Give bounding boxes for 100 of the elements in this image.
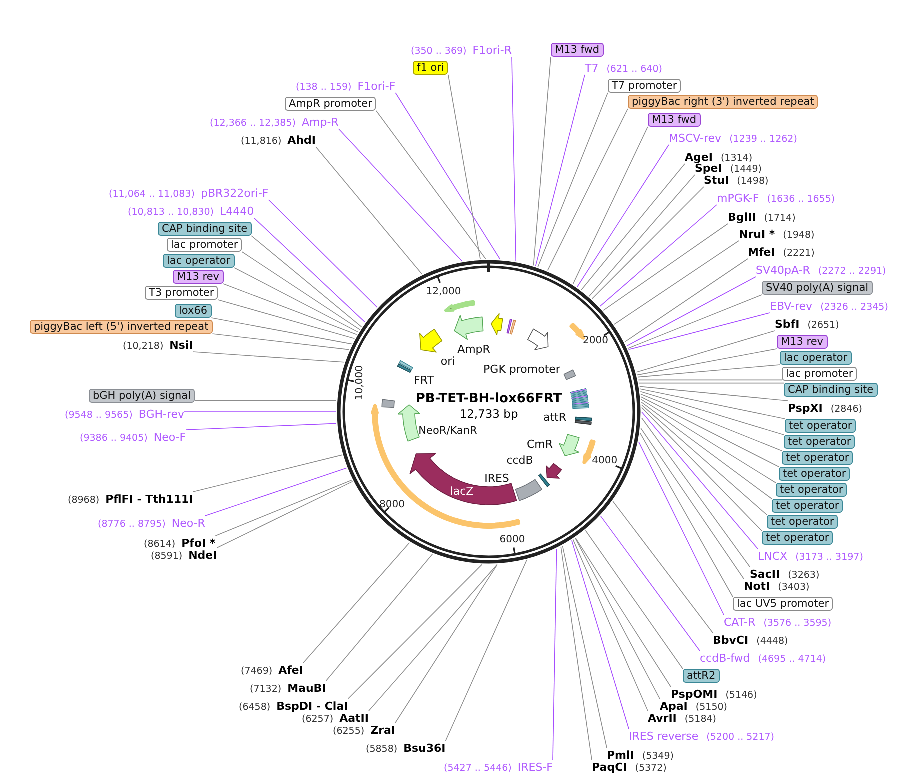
leader-line [192,352,345,363]
tick-label: 8000 [380,499,405,510]
leader-line [626,276,756,346]
primer-name: Neo-R [172,518,206,529]
primer-name: IRES-F [518,762,553,773]
cut-position: (4448) [756,636,788,647]
leader-line [215,480,352,536]
primer-name: L4440 [220,206,254,217]
primer-position: (5200 .. 5217) [706,732,775,743]
primer-position: (138 .. 159) [296,82,352,93]
enzyme-name: MauBI [288,683,326,694]
cut-position: (8591) [151,551,183,562]
leader-line [338,128,463,262]
leader-line [642,412,758,550]
leader-line [600,204,718,308]
leader-line [562,546,608,748]
cut-position: (5372) [635,763,667,774]
leader-line [212,334,350,350]
feature-name: attR [544,412,566,424]
enzyme-name: AgeI [685,152,713,163]
feature-label: tet operator [785,419,856,433]
primer-position: (4695 .. 4714) [758,654,826,665]
leader-line [628,312,770,350]
plasmid-length: 12,733 bp [460,407,518,421]
feature-label: lac UV5 promoter [733,597,834,611]
primer-name: IRES reverse [629,731,699,742]
enzyme-name: PspXI [788,403,823,414]
leader-line [577,144,670,288]
feature-label: M13 rev [777,335,828,349]
leader-line [641,404,768,516]
primer-position: (1636 .. 1655) [767,194,836,205]
feature-label: lac promoter [167,238,242,252]
enzyme-name: NdeI [188,550,218,561]
enzyme-name: Bsu36I [404,743,446,754]
primer-position: (9548 .. 9565) [65,410,133,421]
enzyme-name: BspDI - ClaI [276,701,348,712]
leader-line [184,411,336,412]
leader-line [642,407,762,532]
feature-label: lac operator [163,254,235,268]
leader-line [628,294,762,349]
feature-label: tet operator [779,467,850,481]
primer-name: Amp-R [302,117,339,128]
feature-name: ccdB [506,455,534,467]
leader-line [589,174,696,297]
enzyme-name: SpeI [695,163,722,174]
primer-name: F1ori-R [472,45,512,56]
leader-line [552,548,558,760]
cut-position: (10,218) [123,341,164,352]
primer-name: F1ori-F [358,81,396,92]
leader-line [642,418,750,568]
primer-name: mPGK-F [717,193,760,204]
feature-label: T3 promoter [145,286,218,300]
cut-position: (5150) [696,702,728,713]
leader-line [512,56,516,262]
leader-line [572,539,648,712]
leader-line [575,538,660,700]
leader-line [592,186,704,300]
primer-name: Neo-F [154,432,186,443]
cut-position: (7469) [241,666,273,677]
cut-position: (8968) [68,495,100,506]
leader-line [395,564,498,724]
primer-name: ccdB-fwd [700,653,750,664]
feature-label: tet operator [784,435,856,449]
leader-line [581,164,686,290]
cut-position: (7132) [250,684,282,695]
leader-line [640,386,788,402]
leader-line [395,92,501,260]
feature-label: tet operator [767,515,838,529]
enzyme-name: PspOMI [671,689,718,700]
feature-name: IRES [484,473,510,485]
leader-line [368,564,498,712]
leader-line [326,554,434,682]
leader-line [640,396,780,468]
leader-line [234,268,359,333]
cut-position: (5349) [642,751,674,762]
feature-label: tet operator [762,531,834,545]
enzyme-name: ApaI [660,701,688,712]
cut-position: (3263) [788,570,820,581]
leader-line [560,546,592,760]
leader-line [640,394,782,452]
feature-name: PGK promoter [484,364,560,376]
feature-name: NeoR/KanR [418,425,478,437]
enzyme-name: PfoI * [182,538,216,549]
feature-label: piggyBac right (3') inverted repeat [628,95,818,109]
feature-label: T7 promoter [608,79,682,93]
primer-position: (350 .. 369) [411,46,467,57]
leader-line [636,330,776,373]
cut-position: (1449) [730,164,762,175]
tick-label: 4000 [592,456,618,467]
leader-line [242,252,360,330]
enzyme-name: MfeI [748,247,776,258]
leader-line [205,468,348,516]
leader-line [641,402,772,500]
feature-name: ori [440,356,456,368]
leader-line [348,564,482,700]
leader-line [251,236,362,328]
cut-position: (1948) [783,230,815,241]
leader-line [638,442,724,616]
cut-position: (1498) [737,176,769,187]
leader-line [547,108,628,272]
